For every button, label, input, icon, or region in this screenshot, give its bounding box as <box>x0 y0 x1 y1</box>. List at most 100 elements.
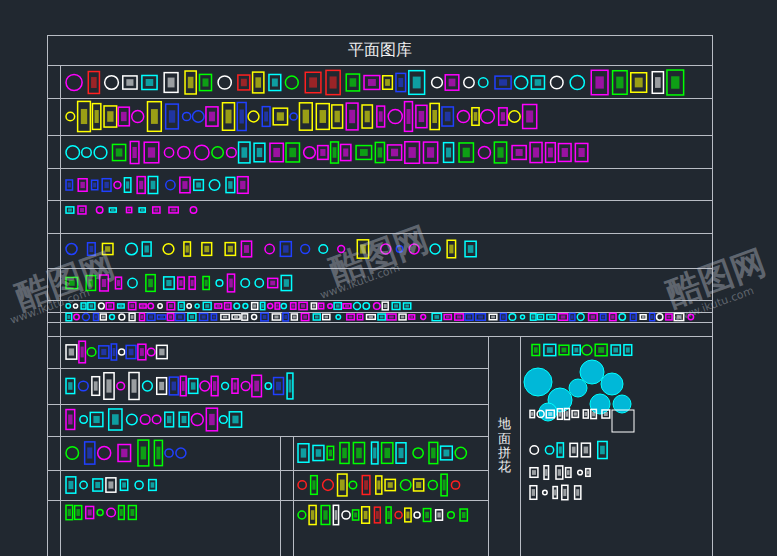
furniture-detail <box>293 315 296 318</box>
furniture-block <box>140 415 150 425</box>
furniture-detail <box>533 147 539 157</box>
furniture-block <box>227 148 237 158</box>
furniture-block <box>343 304 351 309</box>
furniture-detail <box>95 482 100 488</box>
furniture-block <box>164 148 173 157</box>
furniture-detail <box>178 315 183 319</box>
furniture-detail <box>389 316 394 319</box>
furniture-detail <box>350 78 357 86</box>
furniture-block <box>530 410 535 417</box>
furniture-detail <box>276 304 278 307</box>
furniture-block <box>117 382 125 390</box>
furniture-block <box>119 349 125 355</box>
furniture-block <box>118 445 131 462</box>
furniture-block <box>444 315 451 320</box>
furniture-block <box>388 109 402 123</box>
furniture-block <box>423 509 430 522</box>
furniture-block <box>557 409 562 420</box>
furniture-block <box>421 315 426 320</box>
furniture-detail <box>443 480 446 491</box>
furniture-block <box>102 179 111 192</box>
furniture-block <box>364 76 380 90</box>
furniture-detail <box>320 305 323 308</box>
furniture-detail <box>407 109 411 124</box>
furniture-block <box>538 314 544 319</box>
furniture-block <box>269 74 281 90</box>
furniture-block <box>495 76 511 89</box>
furniture-detail <box>277 112 284 120</box>
furniture-block <box>265 244 274 253</box>
furniture-block <box>432 313 441 320</box>
furniture-block <box>340 443 349 464</box>
furniture-block <box>630 313 636 320</box>
furniture-block <box>169 377 178 395</box>
furniture-block <box>66 146 80 160</box>
furniture-block <box>225 303 231 309</box>
furniture-detail <box>667 316 670 319</box>
furniture-block <box>396 443 406 463</box>
furniture-detail <box>323 510 327 519</box>
furniture-block <box>148 176 157 193</box>
furniture-block <box>129 373 139 400</box>
furniture-block <box>570 75 584 89</box>
furniture-block <box>570 443 577 456</box>
furniture-block <box>81 303 86 309</box>
furniture-block <box>652 72 663 94</box>
furniture-detail <box>204 246 209 252</box>
furniture-detail <box>368 79 376 86</box>
furniture-block <box>229 412 241 427</box>
furniture-block <box>281 275 291 290</box>
furniture-block <box>581 443 590 457</box>
furniture-block <box>79 341 86 363</box>
furniture-detail <box>446 316 450 318</box>
furniture-block <box>143 381 153 391</box>
furniture-detail <box>431 448 435 459</box>
furniture-detail <box>169 315 172 318</box>
furniture-block <box>546 410 554 418</box>
furniture-block <box>268 278 278 287</box>
furniture-block <box>200 381 210 391</box>
furniture-block <box>142 75 157 89</box>
furniture-block <box>286 143 299 162</box>
furniture-block <box>362 105 372 128</box>
furniture-block <box>382 302 388 310</box>
furniture-detail <box>384 304 387 308</box>
furniture-detail <box>120 509 123 516</box>
furniture-block <box>291 314 297 320</box>
furniture-detail <box>394 304 398 307</box>
furniture-block <box>564 408 569 419</box>
furniture-detail <box>561 315 566 318</box>
furniture-block <box>66 112 75 121</box>
furniture-block <box>85 442 95 464</box>
furniture-block <box>342 511 350 519</box>
furniture-detail <box>168 78 175 88</box>
furniture-block <box>332 105 343 128</box>
furniture-block <box>392 303 400 310</box>
furniture-block <box>118 304 124 308</box>
furniture-detail <box>90 304 94 307</box>
furniture-detail <box>186 245 189 252</box>
furniture-detail <box>671 76 679 88</box>
furniture-detail <box>380 316 384 319</box>
furniture-detail <box>151 109 158 124</box>
furniture-detail <box>171 209 176 212</box>
furniture-detail <box>80 208 84 212</box>
furniture-block <box>209 180 220 191</box>
furniture-block <box>241 279 250 288</box>
furniture-block <box>445 75 459 90</box>
furniture-block <box>178 302 184 310</box>
furniture-block <box>405 102 413 132</box>
furniture-detail <box>584 447 588 454</box>
furniture-block <box>149 480 156 491</box>
furniture-detail <box>554 490 556 496</box>
furniture-block <box>66 345 77 359</box>
furniture-block <box>137 177 145 194</box>
furniture-block <box>190 207 197 214</box>
furniture-detail <box>548 412 552 416</box>
furniture-detail <box>289 380 292 393</box>
furniture-detail <box>408 147 415 158</box>
furniture-block <box>372 442 378 464</box>
furniture-block <box>119 314 125 320</box>
furniture-block <box>666 314 672 320</box>
furniture-block <box>93 479 103 491</box>
